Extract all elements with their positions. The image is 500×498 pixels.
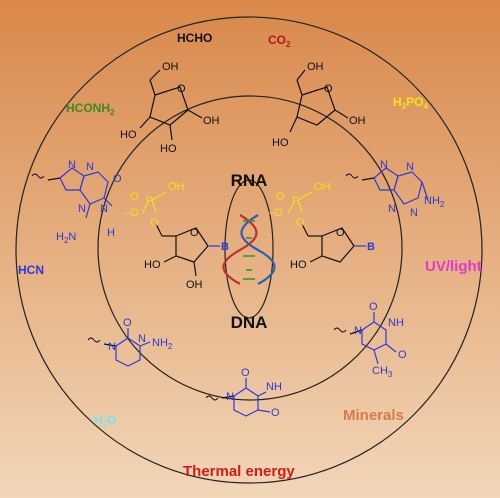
adenine-structure — [361, 167, 429, 205]
cytosine-o: O — [123, 317, 132, 329]
label-hcho: HCHO — [177, 31, 212, 45]
ribonucleotide-p-o: O — [150, 217, 159, 229]
ribonucleotide-ho: HO — [144, 259, 161, 271]
label-h2o: H2O — [94, 413, 116, 429]
thymine-o-right: O — [398, 349, 407, 361]
ribonucleotide-p-o-double: O — [130, 191, 139, 203]
guanine-structure — [47, 167, 113, 219]
guanine-n7: N — [86, 161, 94, 173]
ribose-oh-right: OH — [203, 115, 220, 127]
ribonucleotide-p-oh: OH — [168, 181, 185, 193]
deoxyribose-ho: HO — [272, 137, 289, 149]
cytosine-n1: N — [108, 341, 116, 353]
uracil-structure — [221, 378, 271, 417]
ribose-ho-bottom: HO — [160, 143, 177, 155]
ribose-structure — [139, 69, 203, 141]
guanine-attach-wave — [31, 173, 45, 179]
deoxyribonucleotide-ho: HO — [290, 259, 307, 271]
thymine-n1: N — [354, 325, 362, 337]
deoxyribose-ring-o: O — [324, 83, 333, 95]
center-ellipse — [224, 179, 274, 319]
cytosine-structure — [103, 328, 151, 367]
adenine-nh2: NH2 — [424, 195, 445, 209]
deoxyribonucleotide-p-oh: OH — [314, 181, 331, 193]
ribose-ring-o: O — [177, 83, 186, 95]
adenine-n1: N — [410, 207, 418, 219]
thymine-ch3: CH3 — [372, 365, 393, 379]
double-helix-icon — [222, 214, 276, 285]
adenine-n3: N — [388, 203, 396, 215]
label-uv-light: UV/light — [425, 258, 482, 275]
ribonucleotide-oh: OH — [186, 279, 203, 291]
adenine-attach-wave — [345, 173, 359, 179]
uracil-n1: N — [226, 391, 234, 403]
label-h3po4: H3PO4 — [393, 95, 428, 111]
deoxyribonucleotide-base-b: B — [367, 241, 375, 253]
guanine-n1: N — [100, 203, 108, 215]
cytosine-attach-wave — [87, 337, 101, 343]
thymine-o-top: O — [369, 301, 378, 313]
inner-circle — [97, 95, 403, 401]
cytosine-nh2: NH2 — [152, 337, 173, 351]
deoxyribose-oh-top: OH — [307, 61, 324, 73]
guanine-h: H — [107, 227, 115, 239]
ribonucleotide-ring-o: O — [190, 227, 199, 239]
deoxyribose-structure — [289, 69, 349, 133]
label-thermal-energy: Thermal energy — [183, 463, 295, 480]
guanine-n9: N — [68, 159, 76, 171]
uracil-o-right: O — [271, 407, 280, 419]
cytosine-n3: N — [138, 333, 146, 345]
label-minerals: Minerals — [343, 407, 404, 424]
deoxyribonucleotide-structure — [287, 191, 366, 263]
outer-circle — [15, 16, 483, 484]
uracil-o-top: O — [241, 367, 250, 379]
label-hcn: HCN — [18, 263, 44, 277]
guanine-o: O — [113, 173, 122, 185]
label-hconh2: HCONH2 — [66, 101, 115, 117]
ribonucleotide-base-b: B — [221, 241, 229, 253]
ribose-oh-top: OH — [162, 61, 179, 73]
ribonucleotide-structure — [141, 191, 220, 277]
deoxyribonucleotide-p: P — [292, 195, 299, 207]
deoxyribonucleotide-p-o: O — [296, 217, 305, 229]
adenine-n9: N — [380, 159, 388, 171]
uracil-attach-wave — [205, 395, 219, 401]
uracil-nh: NH — [266, 381, 282, 393]
deoxyribonucleotide-p-o-double: O — [276, 191, 285, 203]
guanine-n3: N — [78, 203, 86, 215]
ribonucleotide-p: P — [146, 195, 153, 207]
deoxyribonucleotide-ring-o: O — [336, 227, 345, 239]
thymine-nh: NH — [388, 317, 404, 329]
adenine-n7: N — [406, 161, 414, 173]
thymine-attach-wave — [333, 327, 347, 333]
deoxyribonucleotide-minus-o: –O — [268, 207, 283, 219]
deoxyribose-oh-right: OH — [349, 115, 366, 127]
guanine-h2n: H2N — [56, 231, 76, 245]
ribose-ho-left: HO — [120, 129, 137, 141]
thymine-structure — [349, 312, 397, 365]
label-dna: DNA — [231, 313, 268, 332]
ribonucleotide-minus-o: –O — [124, 207, 139, 219]
label-co2: CO2 — [268, 33, 291, 49]
label-rna: RNA — [231, 171, 268, 190]
